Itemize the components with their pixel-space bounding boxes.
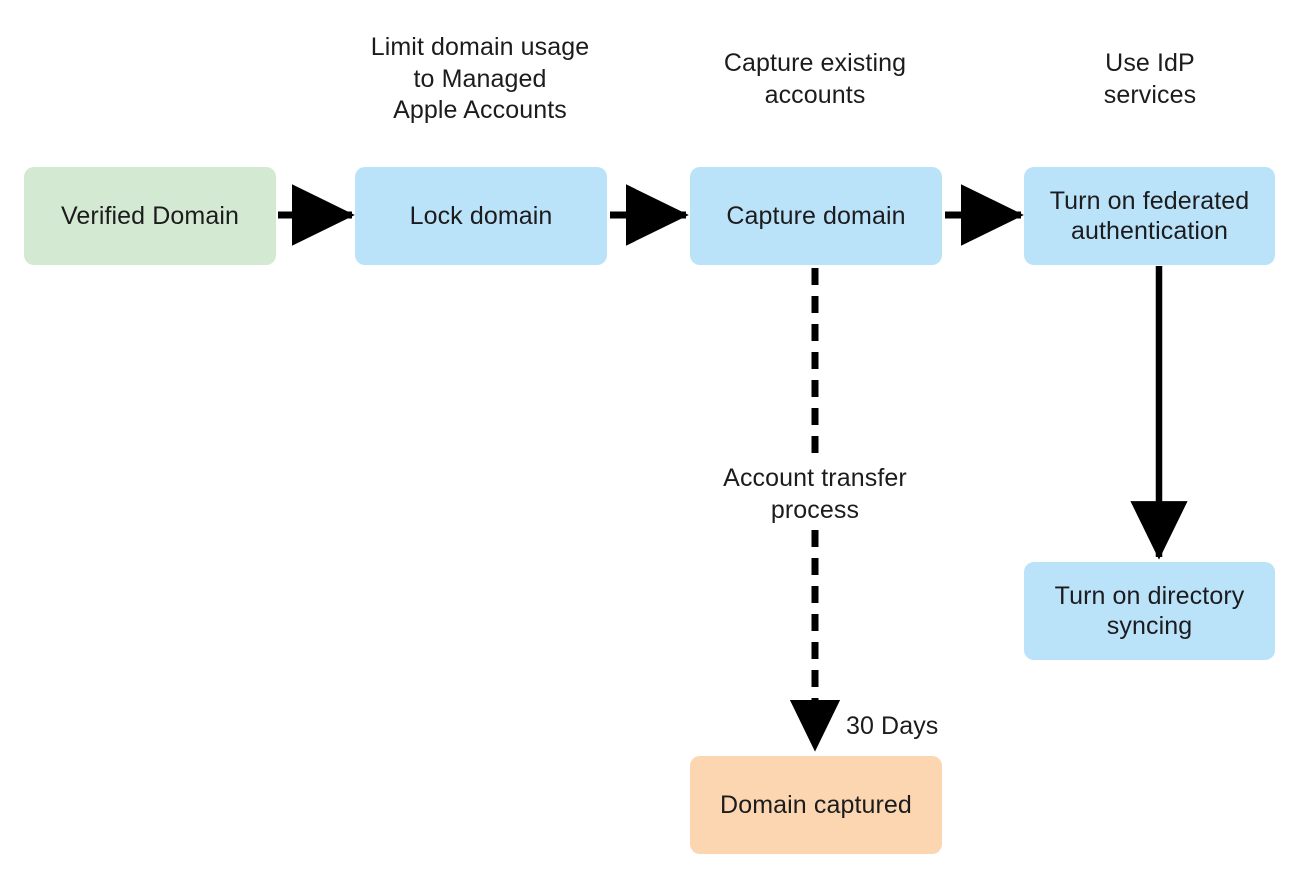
- edge-label-30-days: 30 Days: [846, 712, 939, 740]
- node-directory-syncing[interactable]: Turn on directory syncing: [1024, 562, 1275, 660]
- node-federated-authentication[interactable]: Turn on federated authentication: [1024, 167, 1275, 265]
- edge-label-account-transfer: Account transfer process: [723, 464, 907, 524]
- node-verified-domain[interactable]: Verified Domain: [24, 167, 276, 265]
- caption-capture-domain: Capture existing accounts: [723, 49, 907, 109]
- caption-lock-domain: Limit domain usage to Managed Apple Acco…: [370, 33, 590, 124]
- node-lock-domain[interactable]: Lock domain: [355, 167, 607, 265]
- caption-idp-services: Use IdP services: [1103, 49, 1197, 109]
- node-capture-domain[interactable]: Capture domain: [690, 167, 942, 265]
- node-domain-captured[interactable]: Domain captured: [690, 756, 942, 854]
